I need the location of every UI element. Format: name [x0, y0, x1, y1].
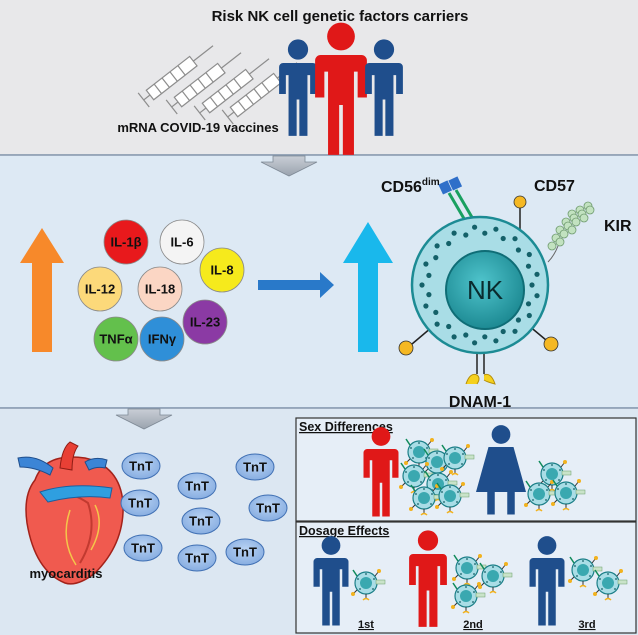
cytokine-circle — [103, 219, 149, 265]
granule-dot — [451, 230, 457, 236]
dose-label-3: 3rd — [578, 619, 595, 631]
nk-center-label: NK — [467, 275, 504, 305]
troponin-blob — [123, 534, 163, 562]
granule-dot — [526, 251, 532, 258]
granule-dot — [423, 261, 429, 267]
troponin-blob — [225, 538, 265, 566]
gray-down-arrow-bottom — [115, 408, 173, 430]
sex-differences-box — [295, 417, 637, 522]
heart-icon — [17, 441, 124, 585]
cytokine-circle — [137, 266, 183, 312]
granule-dot — [482, 334, 488, 340]
granule-dot — [426, 292, 432, 298]
cytokine-label: IL-12 — [85, 281, 115, 296]
granule-dot — [419, 282, 425, 288]
dose-label-2: 2nd — [463, 619, 483, 631]
troponin-label: TnT — [243, 459, 267, 474]
granule-dot — [526, 312, 532, 319]
top-title: Risk NK cell genetic factors carriers — [212, 8, 469, 25]
cytokine-label: IL-6 — [170, 234, 193, 249]
cyan-up-arrow — [343, 222, 393, 352]
troponin-label: TnT — [233, 544, 257, 559]
granule-dot — [534, 271, 540, 277]
dnam1-receptor — [465, 373, 496, 385]
cytokine-circle — [77, 266, 123, 312]
cd56-label: CD56dim — [381, 177, 440, 196]
granule-dot — [433, 255, 439, 261]
sex-differences-title: Sex Differences — [299, 420, 393, 434]
troponin-label: TnT — [189, 513, 213, 528]
dosage-effects-title: Dosage Effects — [299, 524, 389, 538]
granule-dot — [500, 235, 506, 242]
granule-dot — [515, 247, 522, 253]
granule-dot — [463, 232, 469, 238]
dnam1-label: DNAM-1 — [449, 394, 511, 411]
kir-label: KIR — [604, 218, 632, 235]
cytokine-label: IL-18 — [145, 281, 175, 296]
cytokine-circle — [199, 247, 245, 293]
granule-dot — [472, 224, 478, 230]
troponin-label: TnT — [185, 478, 209, 493]
troponin-blob — [248, 494, 288, 522]
cytokine-label: IL-23 — [190, 314, 220, 329]
cytokine-label: TNFα — [99, 331, 132, 346]
granule-dot — [525, 301, 532, 307]
troponin-label: TnT — [131, 540, 155, 555]
nk-cell: NK — [398, 176, 595, 385]
right-arrow — [258, 272, 334, 298]
troponin-blob — [177, 472, 217, 500]
granule-dot — [525, 263, 532, 269]
orange-up-arrow — [20, 228, 64, 352]
cytokine-label: IFNγ — [148, 331, 177, 346]
cytokine-label: IL-1β — [110, 234, 141, 249]
troponin-label: TnT — [256, 500, 280, 515]
myocarditis-label: myocarditis — [30, 566, 103, 581]
granule-dot — [434, 243, 440, 249]
granule-dot — [433, 309, 439, 315]
dose-label-1: 1st — [358, 619, 374, 631]
troponin-blob — [177, 544, 217, 572]
granule-dot — [446, 240, 452, 247]
troponin-blob — [121, 452, 161, 480]
granule-dot — [515, 317, 522, 323]
granule-dot — [512, 236, 518, 242]
granule-dot — [463, 332, 469, 338]
cytokine-circle — [139, 316, 185, 362]
syringe-icons — [137, 45, 298, 125]
troponin-group: TnT TnT TnT TnT TnT TnT TnT TnT TnT — [120, 452, 288, 572]
granule-dot — [451, 334, 457, 340]
cd57-label: CD57 — [534, 178, 575, 195]
cytokine-label: IL-8 — [210, 262, 233, 277]
granule-dot — [426, 272, 432, 278]
granule-dot — [482, 230, 488, 236]
troponin-blob — [181, 507, 221, 535]
granule-dot — [472, 340, 478, 346]
granule-dot — [529, 282, 535, 288]
granule-dot — [434, 321, 440, 327]
granule-dot — [500, 328, 506, 335]
kir-receptor — [547, 201, 595, 251]
gray-down-arrow-top — [260, 155, 318, 177]
cd57-receptor — [513, 195, 527, 209]
troponin-blob — [120, 489, 160, 517]
troponin-label: TnT — [128, 495, 152, 510]
granule-dot — [512, 328, 518, 334]
granule-dot — [423, 303, 429, 309]
cytokine-circle — [93, 316, 139, 362]
granule-dot — [446, 323, 452, 330]
vaccine-label: mRNA COVID-19 vaccines — [117, 120, 278, 135]
granule-dot — [493, 338, 499, 344]
granule-dot — [493, 226, 499, 232]
troponin-label: TnT — [185, 550, 209, 565]
cytokine-circle — [159, 219, 205, 265]
troponin-blob — [235, 453, 275, 481]
granule-dot — [534, 293, 540, 299]
nk-nucleus — [445, 250, 525, 330]
cytokine-circle — [182, 299, 228, 345]
troponin-label: TnT — [129, 458, 153, 473]
